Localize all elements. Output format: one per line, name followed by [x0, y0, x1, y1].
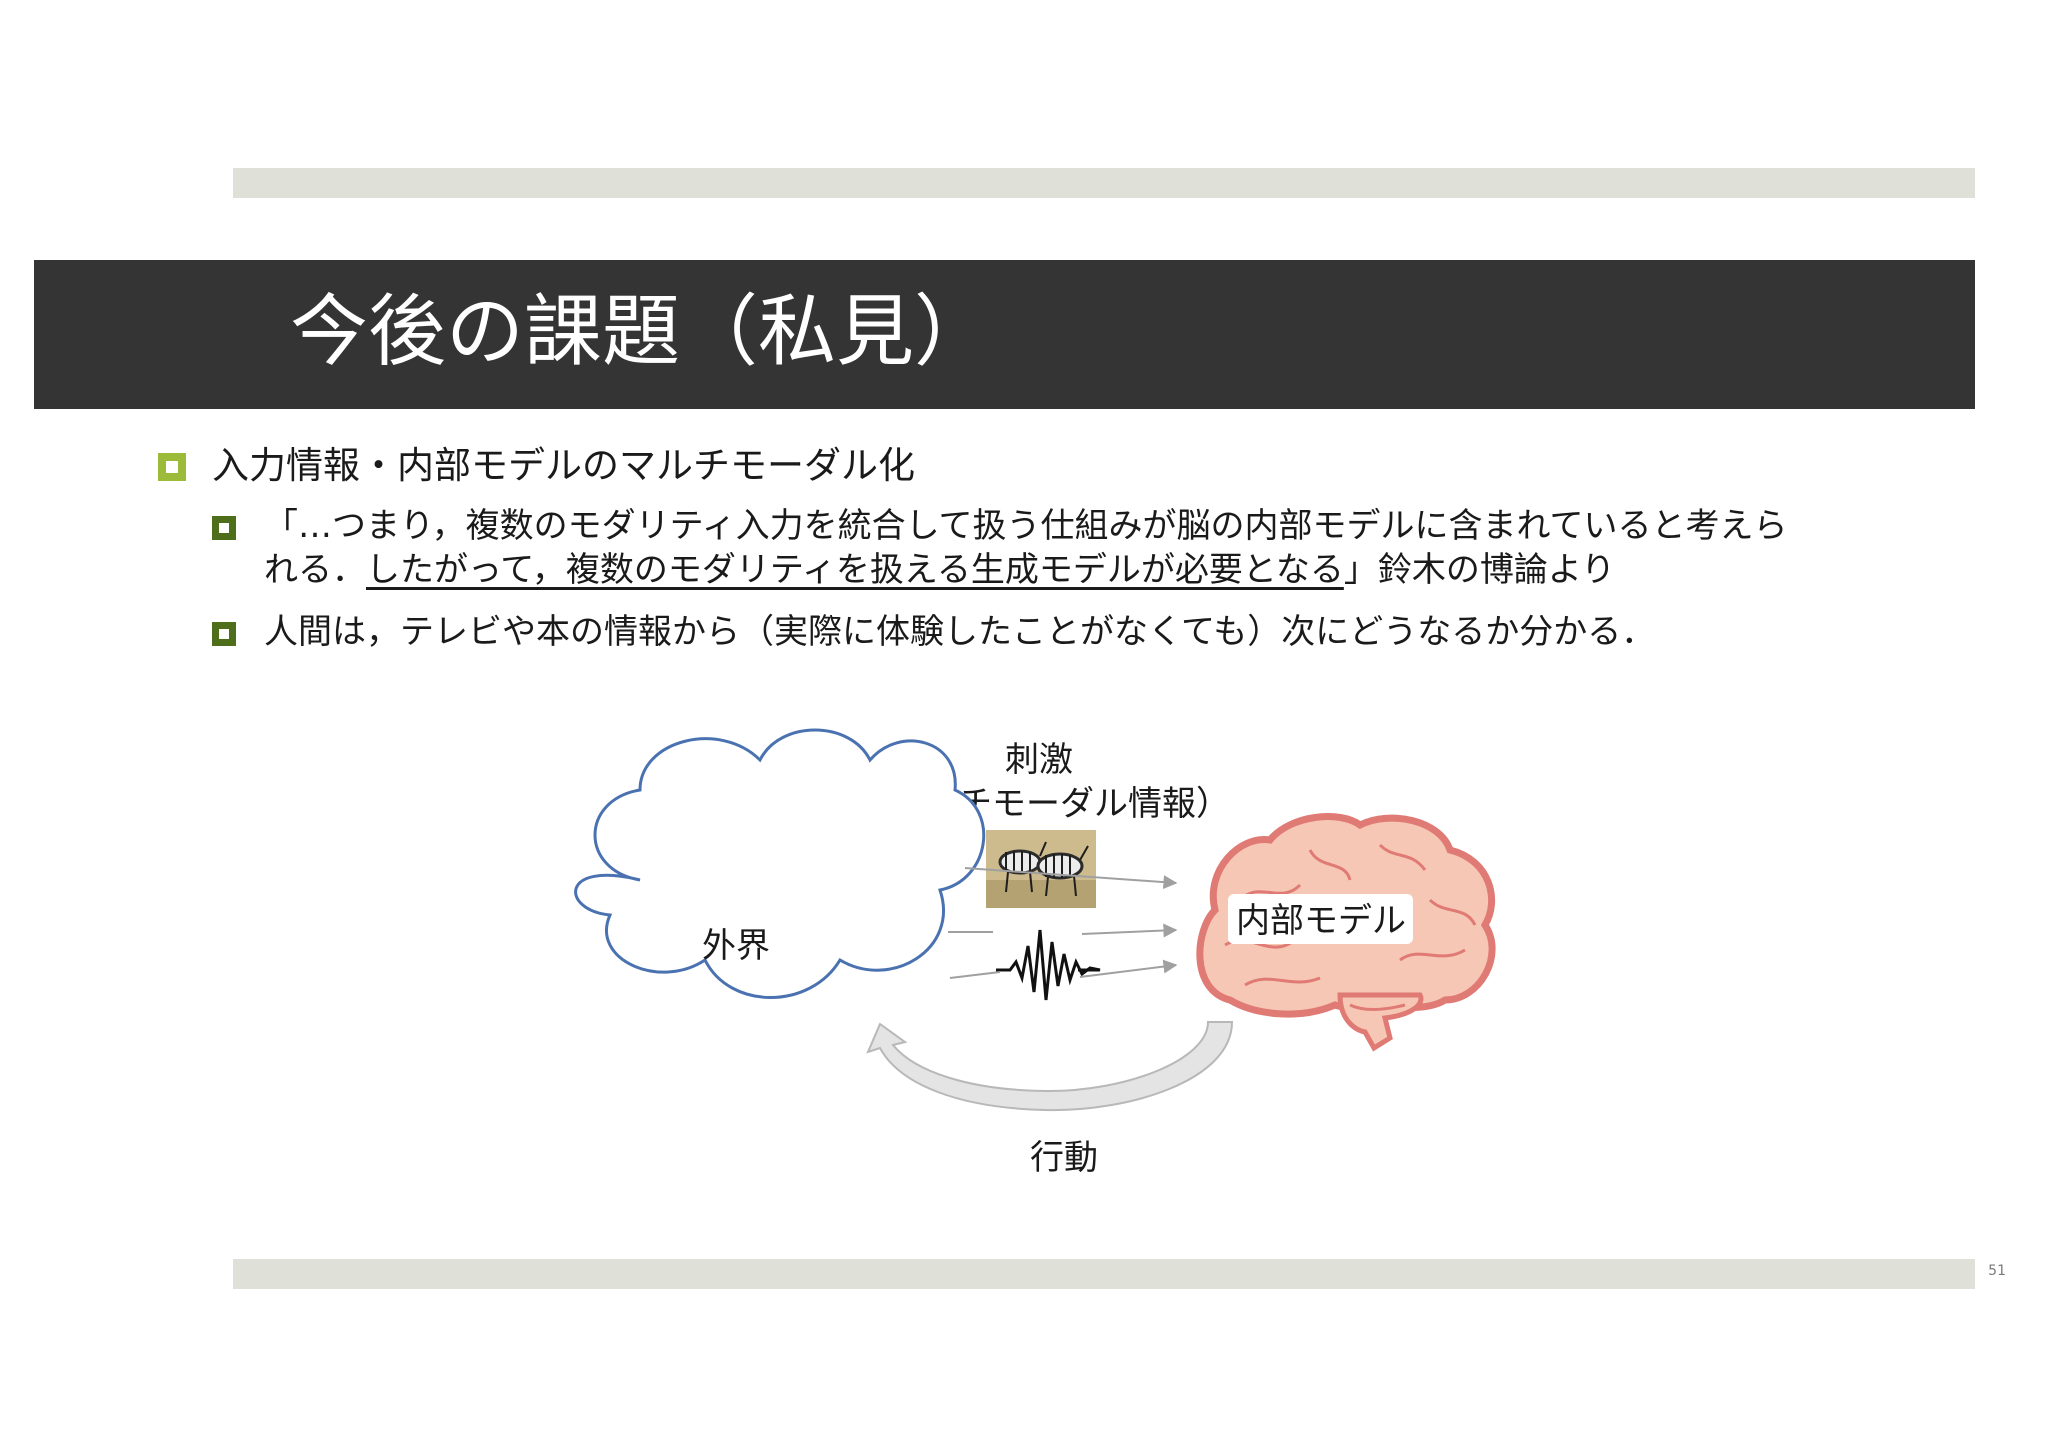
stimulus-arrow-top — [964, 867, 1178, 890]
slide-title: 今後の課題（私見） — [290, 287, 993, 377]
quote-line-1: 「…つまり，複数のモダリティ入力を統合して扱う仕組みが脳の内部モデルに含まれてい… — [264, 506, 1788, 546]
world-label: 外界 — [702, 926, 770, 966]
top-decorative-band — [233, 168, 1975, 198]
quote-underlined-text: したがって，複数のモダリティを扱える生成モデルが必要となる — [366, 550, 1344, 590]
quote-line-2: れる．したがって，複数のモダリティを扱える生成モデルが必要となる」鈴木の博論より — [264, 548, 1788, 592]
bullet-square-icon — [212, 516, 236, 540]
brain-icon — [1196, 813, 1496, 1052]
quote-text: 「…つまり，複数のモダリティ入力を統合して扱う仕組みが脳の内部モデルに含まれてい… — [264, 504, 1788, 592]
stimulus-arrow-middle — [1081, 923, 1178, 938]
quote-line-2-post: 」鈴木の博論より — [1343, 550, 1616, 590]
stimulus-arrow-bottom-left — [949, 971, 1001, 979]
stimulus-label: 刺激 — [1005, 740, 1073, 780]
bullet-square-icon — [212, 622, 236, 646]
action-arrow-icon — [866, 1021, 1234, 1112]
internal-model-label: 内部モデル — [1236, 901, 1406, 941]
stimulus-arrow-bottom — [1079, 959, 1178, 978]
bottom-decorative-band — [233, 1259, 1975, 1289]
sound-wave-icon — [996, 929, 1101, 1001]
action-label: 行動 — [1030, 1138, 1098, 1178]
zebra-photo-icon — [986, 830, 1096, 908]
title-bar: 今後の課題（私見） — [34, 260, 1975, 409]
bullet-text: 人間は，テレビや本の情報から（実際に体験したことがなくても）次にどうなるか分かる… — [264, 612, 1656, 652]
bullet-text: 入力情報・内部モデルのマルチモーダル化 — [212, 444, 915, 487]
quote-line-2-pre: れる． — [264, 550, 366, 590]
bullet-square-icon — [158, 453, 186, 481]
cloud-shape — [574, 728, 986, 999]
page-number: 51 — [1988, 1263, 2006, 1279]
